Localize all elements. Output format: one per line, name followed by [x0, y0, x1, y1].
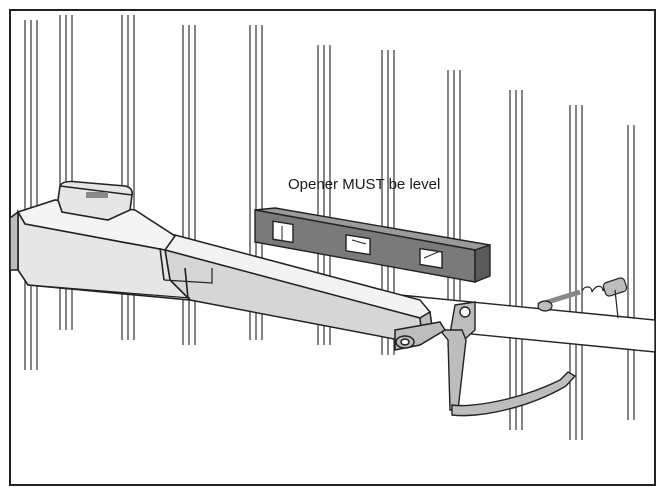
spirit-level: [254, 207, 491, 284]
level-vial-right: [419, 247, 443, 269]
gate-opener-housing: [9, 180, 213, 302]
spring-assembly: [537, 277, 628, 319]
level-vial-middle: [345, 233, 371, 256]
mounting-bracket: [406, 301, 577, 417]
level-vial-left: [272, 220, 294, 244]
level-instruction-caption: Opener MUST be level: [288, 176, 441, 193]
